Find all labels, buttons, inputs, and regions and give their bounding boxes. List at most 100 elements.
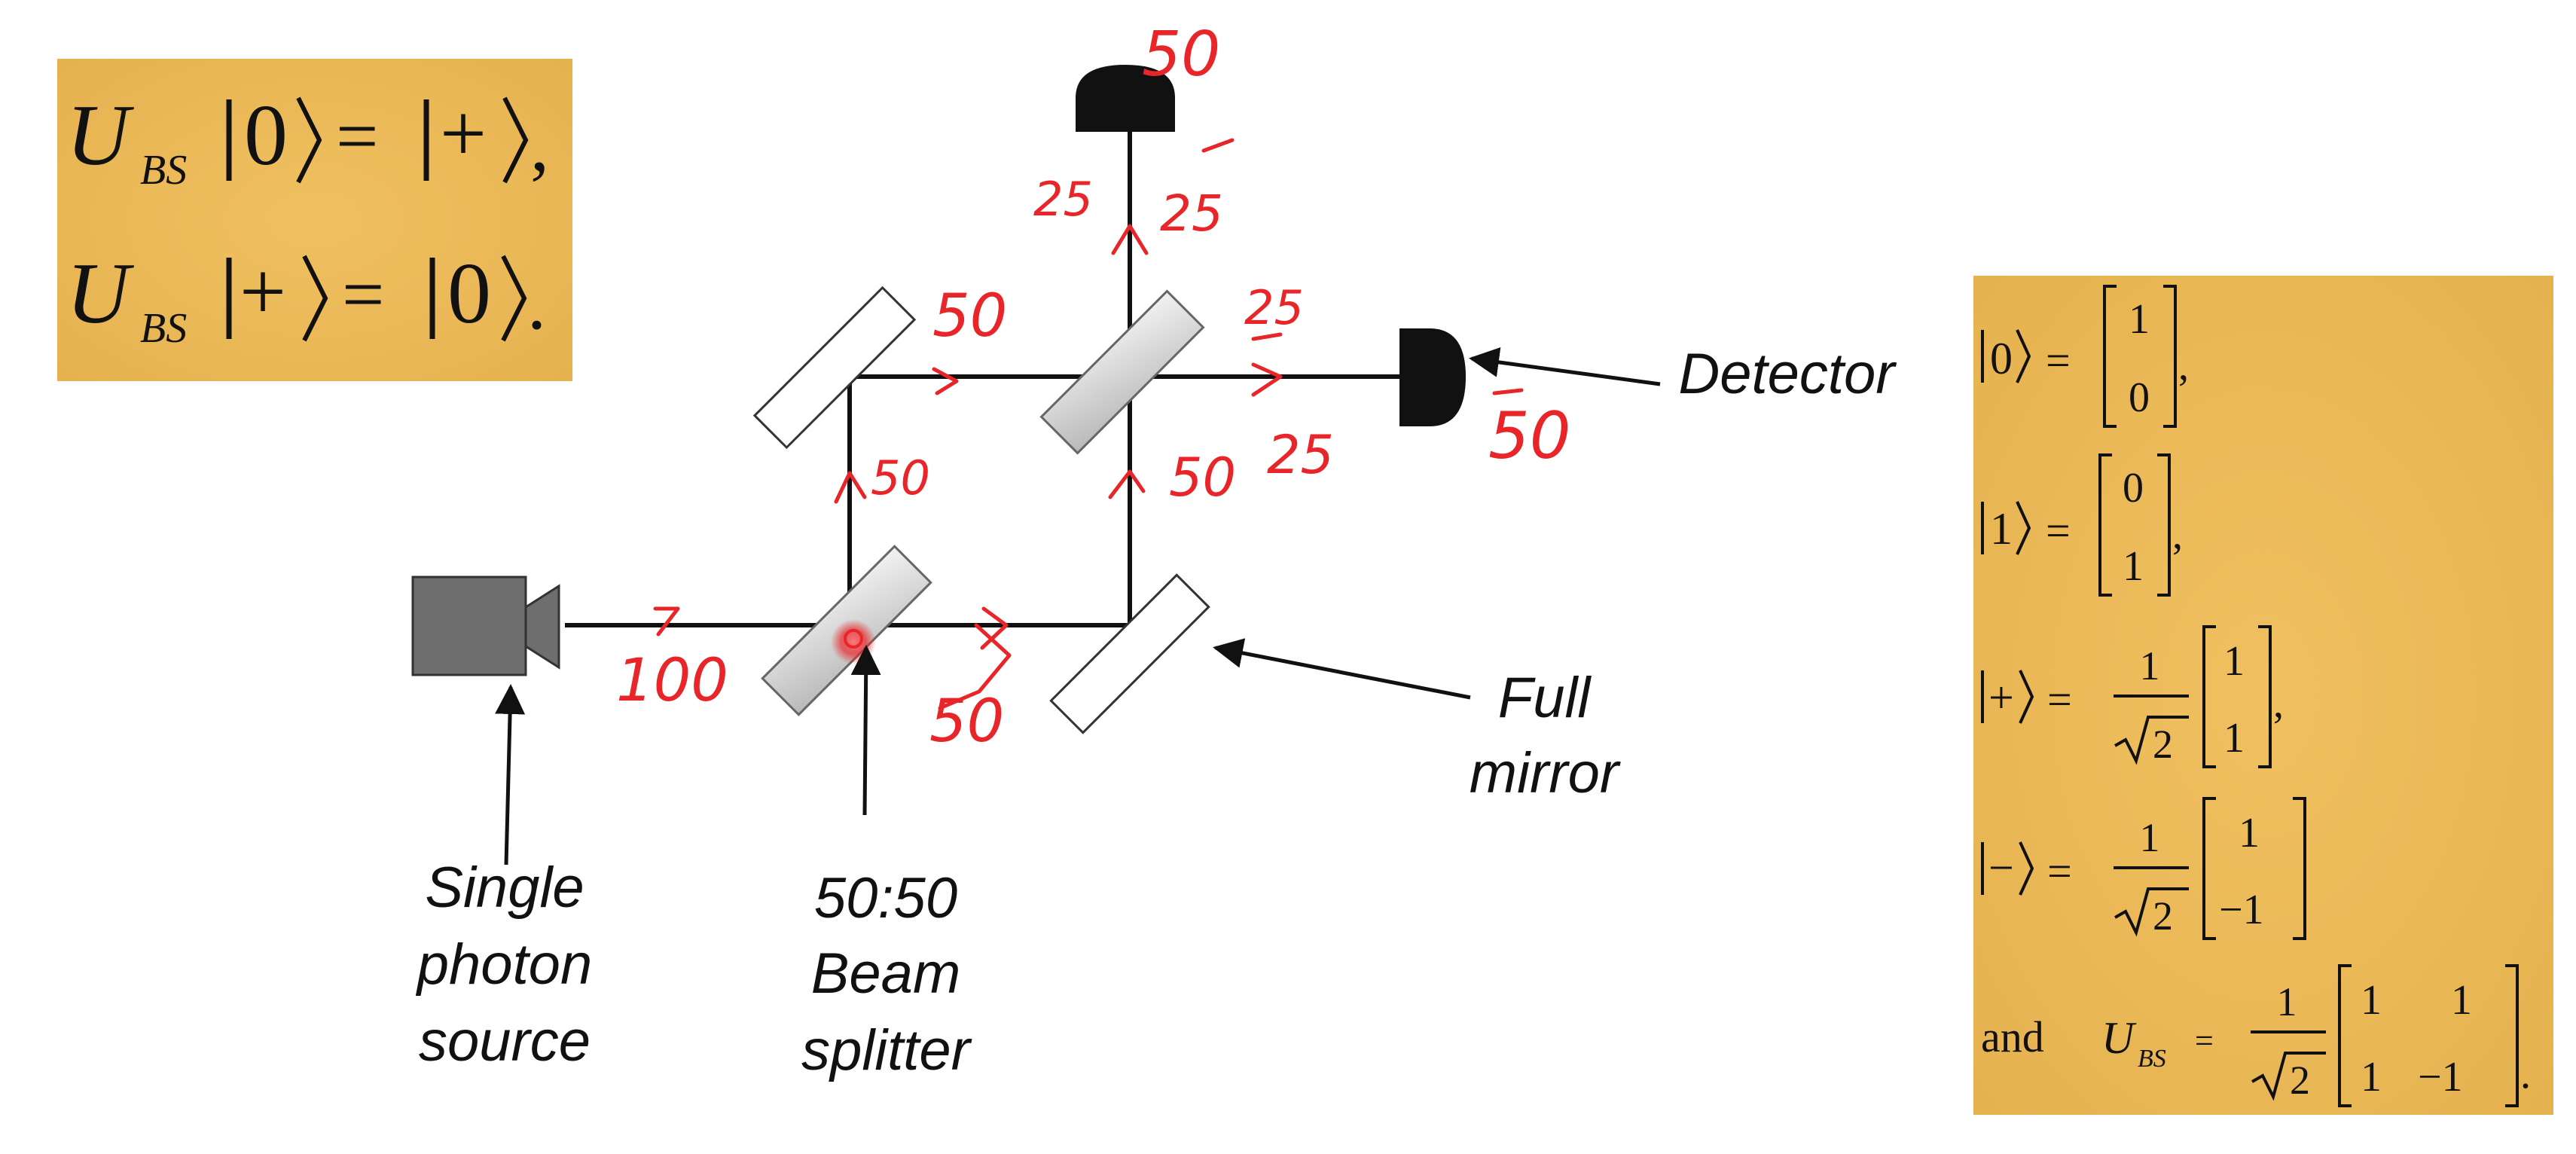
source-label-line1: Single bbox=[425, 856, 584, 920]
annotation-upper-50: 50 bbox=[932, 282, 1007, 350]
operator-u: U bbox=[66, 246, 135, 342]
equations-right-background bbox=[1973, 276, 2553, 1115]
annotation-top-left-25: 25 bbox=[1033, 172, 1093, 227]
matrix-r2c2: −1 bbox=[2418, 1054, 2463, 1101]
svg-text:=: = bbox=[336, 94, 378, 178]
ket-1-definition: 1 = 0 1 , bbox=[1981, 453, 2183, 597]
svg-text:=: = bbox=[2046, 506, 2071, 555]
fraction-numerator: 1 bbox=[2277, 979, 2297, 1024]
mirror-label-line1: Full bbox=[1498, 666, 1592, 730]
beam-paths bbox=[565, 132, 1409, 627]
operator-u: U bbox=[2101, 1013, 2137, 1063]
operator-subscript: BS bbox=[140, 305, 187, 352]
direction-mark-upper-left bbox=[932, 367, 959, 395]
overline-25 bbox=[1251, 332, 1283, 341]
svg-text:=: = bbox=[2047, 675, 2072, 724]
annotation-curve-lower bbox=[938, 623, 1012, 710]
equations-left-background bbox=[57, 59, 572, 381]
splitter-label-line1: 50:50 bbox=[814, 866, 957, 930]
svg-text:=: = bbox=[342, 252, 384, 336]
ket-in: 0 bbox=[244, 87, 288, 184]
single-photon-source bbox=[411, 575, 560, 676]
photon-dot bbox=[831, 619, 876, 664]
ket-label: 0 bbox=[1990, 334, 2013, 383]
detector-label: Detector bbox=[1678, 342, 1897, 406]
source-pointer bbox=[495, 684, 526, 866]
annotation-source-100: 100 bbox=[616, 647, 728, 715]
ket-minus-definition: − = 1 2 1 −1 bbox=[1981, 797, 2306, 940]
and-word: and bbox=[1981, 1012, 2044, 1061]
operator-u: U bbox=[66, 87, 135, 184]
ket-label: + bbox=[1988, 673, 2014, 722]
handwritten-annotations bbox=[653, 138, 1524, 710]
annotation-top-detector-50: 50 bbox=[1142, 19, 1220, 90]
full-mirror-bottom-right bbox=[1049, 573, 1210, 734]
svg-text:=: = bbox=[2046, 336, 2071, 385]
annotation-below-50: 50 bbox=[1169, 447, 1236, 508]
annotation-right-detector-50: 50 bbox=[1488, 398, 1570, 474]
fraction-denominator: 2 bbox=[2290, 1058, 2310, 1103]
annotation-stroke-top bbox=[1201, 138, 1235, 153]
direction-mark-right-up bbox=[1108, 469, 1146, 499]
svg-text:=: = bbox=[2047, 847, 2072, 896]
matrix-r1c1: 1 bbox=[2361, 977, 2382, 1024]
ket-0-definition: 0 = 1 0 , bbox=[1981, 285, 2189, 428]
ket-in: + bbox=[240, 246, 286, 337]
fraction-numerator: 1 bbox=[2140, 815, 2160, 860]
svg-text:,: , bbox=[2273, 680, 2284, 727]
vector-entry-1: 1 bbox=[2129, 296, 2150, 343]
equation-ubs-plus: U BS + = 0 . bbox=[66, 246, 546, 352]
operator-subscript: BS bbox=[140, 147, 187, 194]
direction-mark-left-up bbox=[834, 471, 867, 504]
equation-end-comma: , bbox=[530, 103, 549, 187]
svg-text:=: = bbox=[2195, 1022, 2214, 1059]
direction-mark-top-up bbox=[1111, 224, 1149, 255]
splitter-label-line2: Beam bbox=[811, 942, 961, 1006]
ubs-matrix-definition: and U BS = 1 2 1 1 1 −1 . bbox=[1981, 964, 2531, 1107]
mirror-pointer bbox=[1213, 638, 1471, 700]
operator-subscript: BS bbox=[2138, 1045, 2166, 1073]
svg-text:,: , bbox=[2178, 343, 2189, 389]
splitter-label-line3: splitter bbox=[801, 1018, 972, 1082]
fraction-denominator: 2 bbox=[2153, 893, 2173, 939]
annotation-right-25: 25 bbox=[1244, 280, 1304, 335]
source-label-line2: photon bbox=[416, 933, 592, 997]
equations-right-panel: 0 = 1 0 , 1 = 0 1 , + = 1 bbox=[1973, 276, 2553, 1115]
vector-entry-2: 0 bbox=[2129, 374, 2150, 421]
matrix-r1c2: 1 bbox=[2451, 977, 2472, 1024]
detector-pointer bbox=[1469, 347, 1661, 386]
annotation-below-25: 25 bbox=[1267, 424, 1334, 486]
matrix-r2c1: 1 bbox=[2361, 1054, 2382, 1101]
source-label-line3: source bbox=[419, 1009, 591, 1073]
fraction-numerator: 1 bbox=[2140, 643, 2160, 688]
direction-mark-source bbox=[653, 606, 680, 637]
vector-entry-2: −1 bbox=[2219, 887, 2264, 933]
vector-entry-1: 0 bbox=[2123, 465, 2144, 511]
vector-entry-2: 1 bbox=[2123, 543, 2144, 590]
ket-label: − bbox=[1988, 843, 2014, 893]
svg-text:,: , bbox=[2172, 511, 2183, 558]
svg-text:.: . bbox=[2520, 1051, 2531, 1098]
equations-left-panel: U BS 0 = + , U BS + = 0 . bbox=[57, 59, 572, 381]
vector-entry-1: 1 bbox=[2223, 638, 2245, 685]
equation-ubs-0: U BS 0 = + , bbox=[66, 87, 549, 194]
mirror-label-line2: mirror bbox=[1470, 741, 1621, 805]
ket-plus-definition: + = 1 2 1 1 , bbox=[1981, 625, 2284, 768]
vector-entry-1: 1 bbox=[2239, 810, 2260, 856]
detector-right bbox=[1399, 328, 1466, 426]
mirror-top-left bbox=[752, 285, 917, 450]
overline-50-detector bbox=[1492, 388, 1524, 395]
vector-entry-2: 1 bbox=[2223, 715, 2245, 762]
detector-top bbox=[1076, 65, 1175, 132]
splitter-pointer bbox=[850, 645, 881, 816]
beam-splitter-top-right bbox=[1039, 289, 1205, 455]
pointer-arrows bbox=[495, 347, 1661, 866]
ket-out: 0 bbox=[447, 246, 491, 342]
annotation-top-right-25: 25 bbox=[1160, 185, 1223, 243]
direction-mark-upper-right bbox=[1251, 362, 1283, 397]
ket-out: + bbox=[440, 87, 487, 179]
annotation-lower-50: 50 bbox=[929, 688, 1004, 756]
fraction-denominator: 2 bbox=[2153, 722, 2173, 767]
annotation-left-50: 50 bbox=[871, 450, 930, 505]
